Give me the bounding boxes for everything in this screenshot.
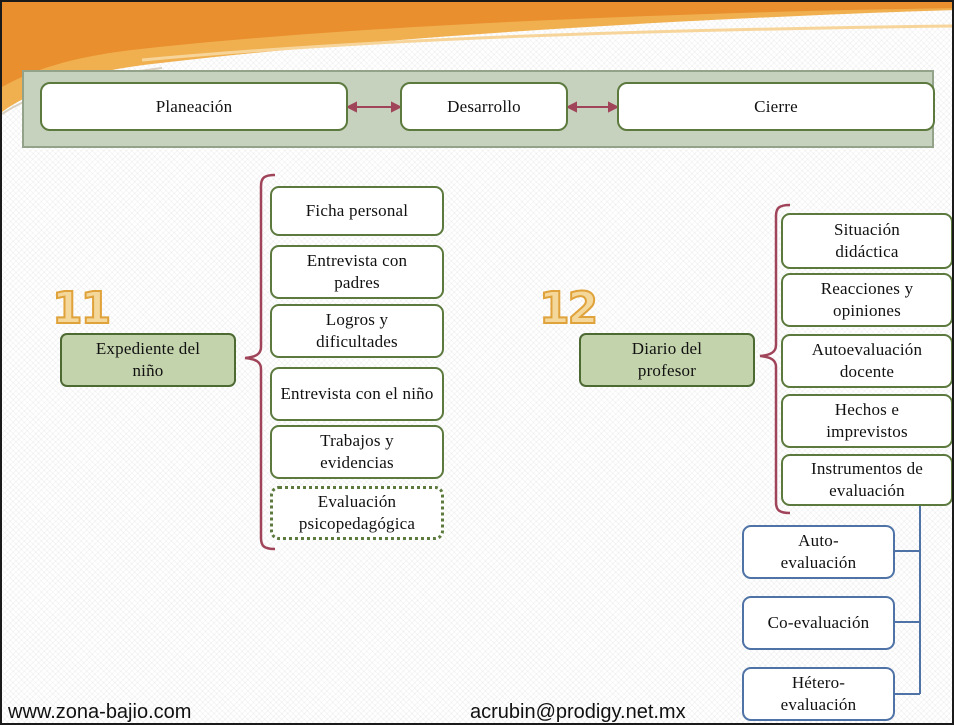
bracket-12 [759, 203, 791, 515]
phase-connector-1 [345, 101, 403, 113]
section-11-item: Evaluación psicopedagógica [270, 486, 444, 540]
section-11-main: Expediente del niño [60, 333, 236, 387]
section-12-item: Instrumentos de evaluación [781, 454, 952, 506]
footer-email: acrubin@prodigy.net.mx [470, 701, 686, 723]
section-12-item: Situación didáctica [781, 213, 952, 269]
phase-cierre: Cierre [617, 82, 935, 131]
evaluation-type-box: Co-evaluación [742, 596, 895, 650]
footer-website: www.zona-bajio.com [8, 701, 192, 723]
section-11-item: Entrevista con padres [270, 245, 444, 299]
phase-connector-2 [565, 101, 620, 113]
section-11-item: Entrevista con el niño [270, 367, 444, 421]
evaluation-type-box: Auto-evaluación [742, 525, 895, 579]
section-12-item: Hechos e imprevistos [781, 394, 952, 448]
evaluation-type-box: Hétero-evaluación [742, 667, 895, 721]
phase-planeacion: Planeación [40, 82, 348, 131]
section-12-number: 12 [538, 283, 599, 334]
section-11-item: Logros y dificultades [270, 304, 444, 358]
section-12-main: Diario del profesor [579, 333, 755, 387]
bracket-11 [244, 173, 276, 551]
evaluation-tree [895, 506, 921, 695]
section-12-item: Reacciones y opiniones [781, 273, 952, 327]
section-11-item: Ficha personal [270, 186, 444, 236]
section-12-item: Autoevaluación docente [781, 334, 952, 388]
section-11-number: 11 [51, 283, 112, 334]
phase-desarrollo: Desarrollo [400, 82, 568, 131]
section-11-item: Trabajos y evidencias [270, 425, 444, 479]
